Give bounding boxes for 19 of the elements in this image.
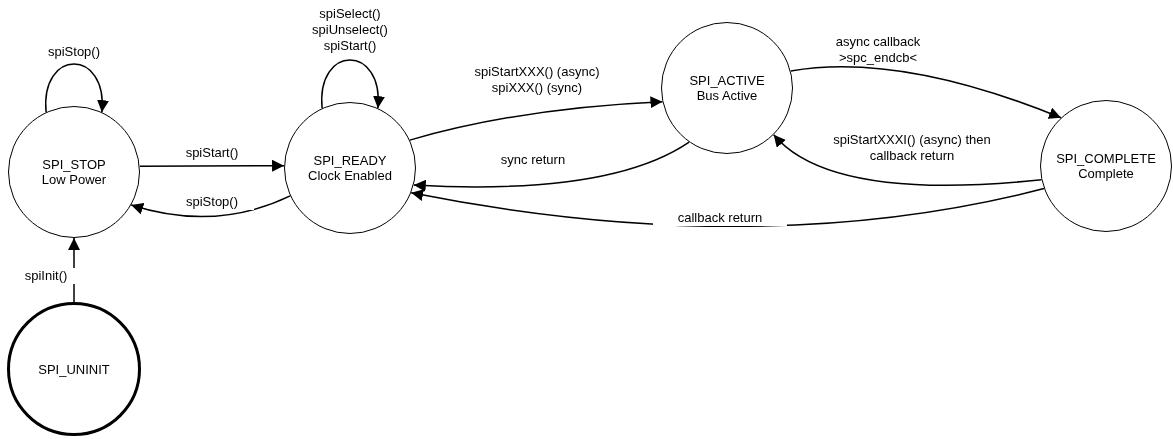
arrow: [130, 195, 291, 218]
state-label: Clock Enabled: [308, 168, 392, 183]
state-label: SPI_COMPLETE: [1056, 151, 1156, 166]
state-label: SPI_UNINIT: [38, 361, 110, 377]
state-label: Complete: [1078, 166, 1134, 181]
edge-label: callback return: [653, 210, 787, 226]
arrow: [410, 187, 1045, 228]
arrow: [409, 96, 664, 141]
arrow: [321, 59, 384, 109]
state-label: Bus Active: [696, 88, 758, 103]
arrow: [413, 141, 690, 192]
state-label: SPI_ACTIVE: [689, 73, 765, 88]
arrow: [139, 159, 285, 172]
arrow: [772, 133, 1043, 186]
state-label: SPI_READY: [313, 153, 387, 168]
state-label: SPI_STOP: [42, 157, 106, 172]
arrow: [45, 63, 108, 113]
state-label: Low Power: [41, 172, 107, 187]
arrow: [790, 66, 1062, 119]
